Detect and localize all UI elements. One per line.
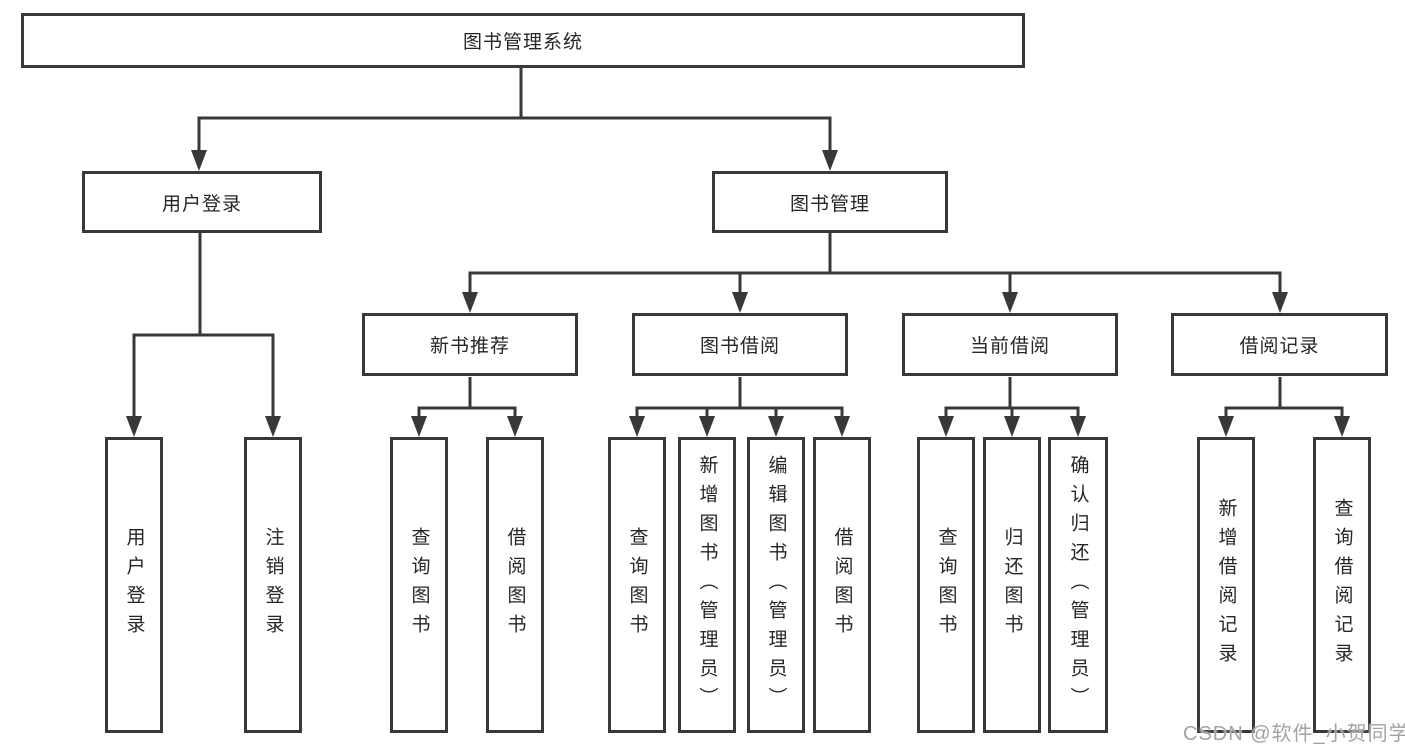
arrowhead-down-icon [938, 416, 954, 437]
leaf-borrow-books-recommend: 借阅图书 [486, 437, 544, 733]
node-user-login: 用户登录 [82, 171, 322, 233]
leaf-query-books-recommend: 查询图书 [390, 437, 448, 733]
arrowhead-down-icon [732, 292, 748, 313]
leaf-add-borrow-record: 新增借阅记录 [1197, 437, 1255, 733]
arrowhead-down-icon [462, 292, 478, 313]
leaf-query-books-current: 查询图书 [917, 437, 975, 733]
arrowhead-down-icon [699, 416, 715, 437]
leaf-add-book-admin: 新增图书（管理员） [678, 437, 736, 733]
arrowhead-down-icon [1002, 292, 1018, 313]
arrowhead-down-icon [629, 416, 645, 437]
leaf-edit-book-admin: 编辑图书（管理员） [747, 437, 805, 733]
leaf-query-books-borrow: 查询图书 [608, 437, 666, 733]
arrowhead-down-icon [1218, 416, 1234, 437]
arrowhead-down-icon [191, 150, 207, 171]
node-book-management: 图书管理 [712, 171, 948, 233]
leaf-user-login: 用户登录 [105, 437, 163, 733]
leaf-borrow-books: 借阅图书 [813, 437, 871, 733]
arrowhead-down-icon [834, 416, 850, 437]
arrowhead-down-icon [1070, 416, 1086, 437]
arrowhead-down-icon [1004, 416, 1020, 437]
arrowhead-down-icon [1272, 292, 1288, 313]
leaf-logout: 注销登录 [244, 437, 302, 733]
csdn-watermark: CSDN @软件_小贺同学 [1183, 723, 1405, 745]
node-new-book-recommendation: 新书推荐 [362, 313, 578, 376]
node-borrowing-records: 借阅记录 [1171, 313, 1388, 376]
arrowhead-down-icon [507, 416, 523, 437]
arrowhead-down-icon [1334, 416, 1350, 437]
leaf-return-book: 归还图书 [983, 437, 1041, 733]
node-current-borrowing: 当前借阅 [902, 313, 1118, 376]
node-library-management-system: 图书管理系统 [21, 13, 1025, 68]
arrowhead-down-icon [265, 416, 281, 437]
arrowhead-down-icon [126, 416, 142, 437]
arrowhead-down-icon [768, 416, 784, 437]
leaf-confirm-return-admin: 确认归还（管理员） [1048, 437, 1108, 733]
node-book-borrowing: 图书借阅 [632, 313, 848, 376]
arrowhead-down-icon [411, 416, 427, 437]
arrowhead-down-icon [822, 150, 838, 171]
leaf-query-borrow-record: 查询借阅记录 [1313, 437, 1371, 733]
